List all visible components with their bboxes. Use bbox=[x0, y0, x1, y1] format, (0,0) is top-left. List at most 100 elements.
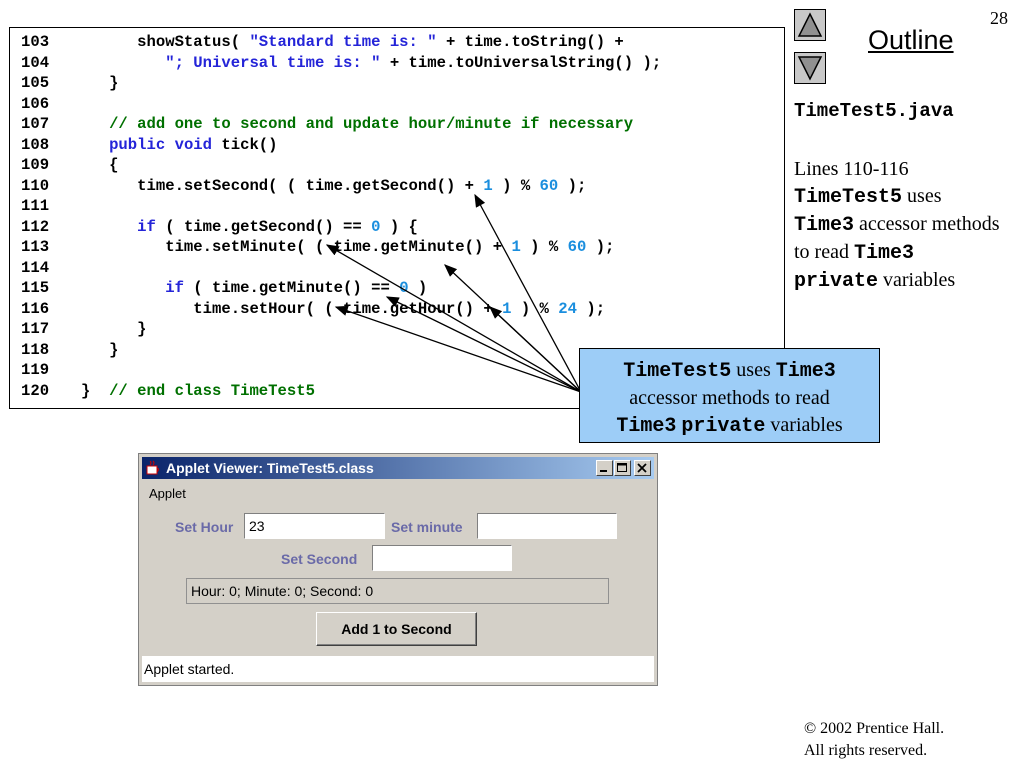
note-text: uses bbox=[902, 185, 942, 207]
code-token: 1 bbox=[483, 176, 493, 195]
copyright-line: © 2002 Prentice Hall. bbox=[804, 720, 945, 737]
line-number: 108 bbox=[21, 135, 50, 154]
code-text: { bbox=[81, 155, 118, 175]
line-number: 103 bbox=[21, 33, 50, 51]
file-name: TimeTest5.java bbox=[794, 100, 954, 122]
set-minute-label: Set minute bbox=[391, 519, 463, 535]
code-token: ) % bbox=[520, 238, 568, 256]
code-token: // end class TimeTest5 bbox=[109, 381, 315, 400]
line-number: 114 bbox=[21, 258, 50, 277]
code-token: "Standard time is: " bbox=[249, 33, 437, 51]
minimize-icon bbox=[600, 470, 607, 472]
line-number: 110 bbox=[21, 176, 50, 195]
copyright-line: All rights reserved. bbox=[804, 742, 928, 759]
code-text: if ( time.getSecond() == 0 ) { bbox=[81, 217, 418, 237]
code-token: "; Universal time is: " bbox=[165, 53, 381, 72]
minimize-button[interactable] bbox=[596, 460, 613, 476]
code-text: time.setHour( ( time.getHour() + 1 ) % 2… bbox=[81, 299, 605, 319]
applet-window: Applet Viewer: TimeTest5.class Applet Se… bbox=[138, 453, 658, 686]
set-second-label: Set Second bbox=[281, 551, 358, 567]
class-name: TimeTest5 bbox=[623, 360, 732, 383]
set-hour-label: Set Hour bbox=[175, 519, 234, 535]
maximize-button[interactable] bbox=[614, 460, 631, 476]
note-text: accessor methods to read bbox=[794, 213, 1000, 263]
window-title: Applet Viewer: TimeTest5.class bbox=[166, 460, 374, 476]
code-token: ) { bbox=[380, 217, 418, 236]
slide-number: 28 bbox=[990, 8, 1008, 28]
code-token: tick() bbox=[212, 135, 278, 154]
class-name: Time3 bbox=[794, 214, 855, 237]
code-text: } // end class TimeTest5 bbox=[81, 381, 315, 401]
code-token: } bbox=[81, 320, 147, 338]
previous-slide-button[interactable] bbox=[794, 9, 826, 41]
code-token: 24 bbox=[558, 299, 577, 318]
callout-box: TimeTest5 uses Time3 accessor methods to… bbox=[579, 348, 880, 443]
code-token: public void bbox=[109, 135, 213, 154]
code-token: ); bbox=[586, 238, 615, 256]
code-token: time.setMinute( ( time.getMinute() + bbox=[81, 238, 512, 256]
close-button[interactable] bbox=[634, 460, 651, 476]
keyword: private bbox=[794, 270, 879, 293]
triangle-down-icon bbox=[797, 56, 823, 81]
code-token: ) % bbox=[511, 299, 559, 318]
set-hour-input[interactable] bbox=[244, 513, 385, 539]
code-token: 1 bbox=[511, 238, 521, 256]
line-number: 113 bbox=[21, 238, 50, 256]
arrow bbox=[385, 296, 582, 393]
code-token: 0 bbox=[371, 217, 381, 236]
code-token: ( time.getSecond() == bbox=[155, 217, 372, 236]
triangle-up-icon bbox=[797, 12, 823, 37]
code-token: } bbox=[81, 340, 119, 359]
code-token: } bbox=[81, 74, 119, 92]
code-text: if ( time.getMinute() == 0 ) bbox=[81, 278, 427, 298]
code-token: } bbox=[81, 381, 110, 400]
maximize-icon bbox=[617, 463, 627, 472]
menu-applet[interactable]: Applet bbox=[149, 486, 186, 501]
code-text: } bbox=[81, 319, 147, 339]
code-text: time.setMinute( ( time.getMinute() + 1 )… bbox=[81, 237, 614, 257]
arrow bbox=[489, 306, 582, 393]
code-token: ) bbox=[408, 279, 428, 297]
outline-link[interactable]: Outline bbox=[868, 25, 954, 55]
code-text: } bbox=[81, 73, 118, 93]
code-text: } bbox=[81, 340, 118, 360]
class-name: Time3 bbox=[853, 242, 914, 265]
code-text: public void tick() bbox=[81, 135, 278, 155]
title-bar[interactable]: Applet Viewer: TimeTest5.class bbox=[142, 457, 654, 479]
code-text: showStatus( "Standard time is: " + time.… bbox=[81, 32, 624, 52]
class-name: TimeTest5 bbox=[794, 186, 903, 209]
code-token: + time.toUniversalString() ); bbox=[380, 53, 662, 72]
line-number: 115 bbox=[21, 279, 50, 297]
class-name: Time3 bbox=[616, 415, 677, 438]
next-slide-button[interactable] bbox=[794, 52, 826, 84]
code-token: 1 bbox=[502, 299, 512, 318]
set-minute-input[interactable] bbox=[477, 513, 617, 539]
code-token: if bbox=[137, 217, 156, 236]
line-number: 105 bbox=[21, 74, 50, 92]
line-number: 112 bbox=[21, 217, 50, 236]
code-text: // add one to second and update hour/min… bbox=[81, 114, 633, 134]
code-token: if bbox=[165, 279, 184, 297]
code-token: ); bbox=[576, 299, 606, 318]
callout-text: uses bbox=[731, 359, 776, 381]
code-token: // add one to second and update hour/min… bbox=[81, 115, 634, 133]
line-number: 119 bbox=[21, 361, 50, 379]
line-number: 104 bbox=[21, 53, 50, 72]
java-cup-icon bbox=[146, 460, 159, 475]
code-token: ); bbox=[558, 176, 587, 195]
line-number: 111 bbox=[21, 197, 50, 215]
line-range: Lines 110-116 bbox=[794, 158, 909, 180]
note-text: variables bbox=[878, 269, 956, 291]
line-number: 116 bbox=[21, 299, 50, 318]
applet-status-bar: Applet started. bbox=[142, 656, 654, 682]
callout-text: variables bbox=[765, 414, 843, 436]
add-second-button[interactable]: Add 1 to Second bbox=[316, 612, 477, 646]
time-display-field: Hour: 0; Minute: 0; Second: 0 bbox=[186, 578, 609, 604]
callout-text: accessor methods to read bbox=[629, 387, 830, 409]
code-token: ) % bbox=[492, 176, 540, 195]
set-second-input[interactable] bbox=[372, 545, 512, 571]
code-token: + time.toString() + bbox=[436, 33, 624, 51]
line-number: 106 bbox=[21, 94, 50, 113]
code-text: "; Universal time is: " + time.toUnivers… bbox=[81, 53, 661, 73]
